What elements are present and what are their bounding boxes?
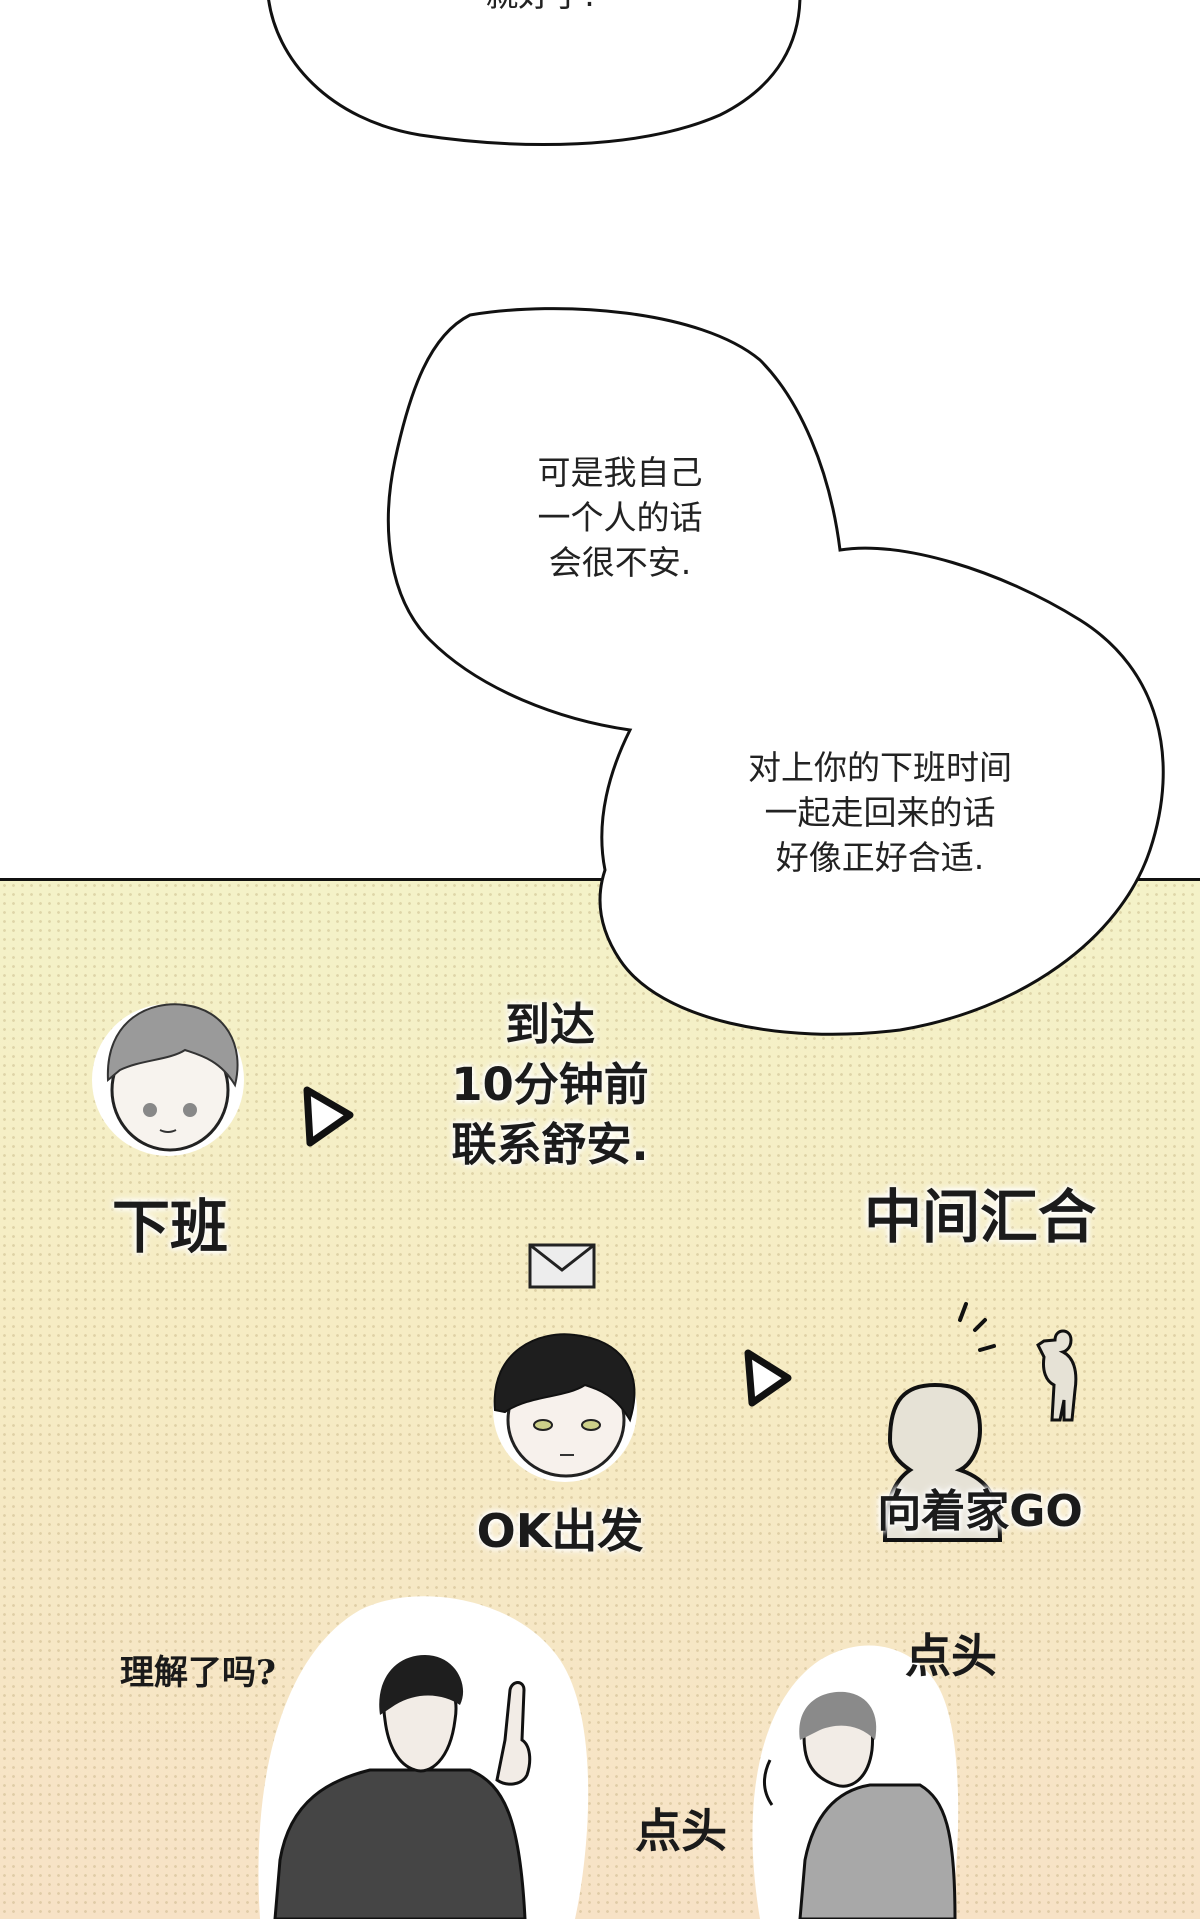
step-off-work-label: 下班	[111, 1193, 228, 1261]
step-contact-line-3: 联系舒安.	[451, 1118, 649, 1171]
middle-bubble-line-1: 可是我自己	[537, 453, 703, 492]
top-bubble-text: 就好了.	[440, 0, 640, 17]
nod-text-right: 点头	[905, 1629, 997, 1683]
top-bubble-line: 就好了.	[440, 0, 640, 17]
black-haired-chibi-face	[493, 1333, 637, 1482]
middle-speech-bubble	[386, 307, 1165, 1036]
envelope-icon	[528, 1243, 596, 1289]
top-speech-bubble	[267, 0, 802, 147]
step-contact-line-2: 10分钟前	[451, 1058, 649, 1111]
arrow-icon-1	[303, 1086, 354, 1147]
step-contact-label: 到达 10分钟前 联系舒安.	[420, 995, 680, 1175]
nod-text-left: 点头	[635, 1804, 727, 1858]
lower-bubble-line-3: 好像正好合适.	[775, 838, 985, 877]
middle-bubble-line-2: 一个人的话	[537, 498, 703, 537]
lower-bubble-line-2: 一起走回来的话	[764, 793, 996, 832]
step-depart-label: OK出发	[476, 1504, 644, 1558]
middle-bubble-line-3: 会很不安.	[548, 543, 692, 582]
step-home-label: 向着家GO	[877, 1486, 1083, 1537]
meeting-silhouettes	[882, 1302, 1078, 1542]
question-text: 理解了吗?	[120, 1653, 276, 1693]
lower-bubble-line-1: 对上你的下班时间	[748, 748, 1012, 787]
lower-bubble-text: 对上你的下班时间 一起走回来的话 好像正好合适.	[710, 745, 1050, 880]
gray-haired-chibi-face	[92, 1003, 244, 1156]
step-meet-label: 中间汇合	[863, 1183, 1096, 1251]
bottom-characters-illustration	[258, 1596, 959, 1919]
planning-panel	[0, 878, 1200, 1919]
middle-bubble-text: 可是我自己 一个人的话 会很不安.	[470, 450, 770, 585]
arrow-icon-2	[744, 1349, 792, 1407]
step-contact-line-1: 到达	[504, 998, 595, 1051]
